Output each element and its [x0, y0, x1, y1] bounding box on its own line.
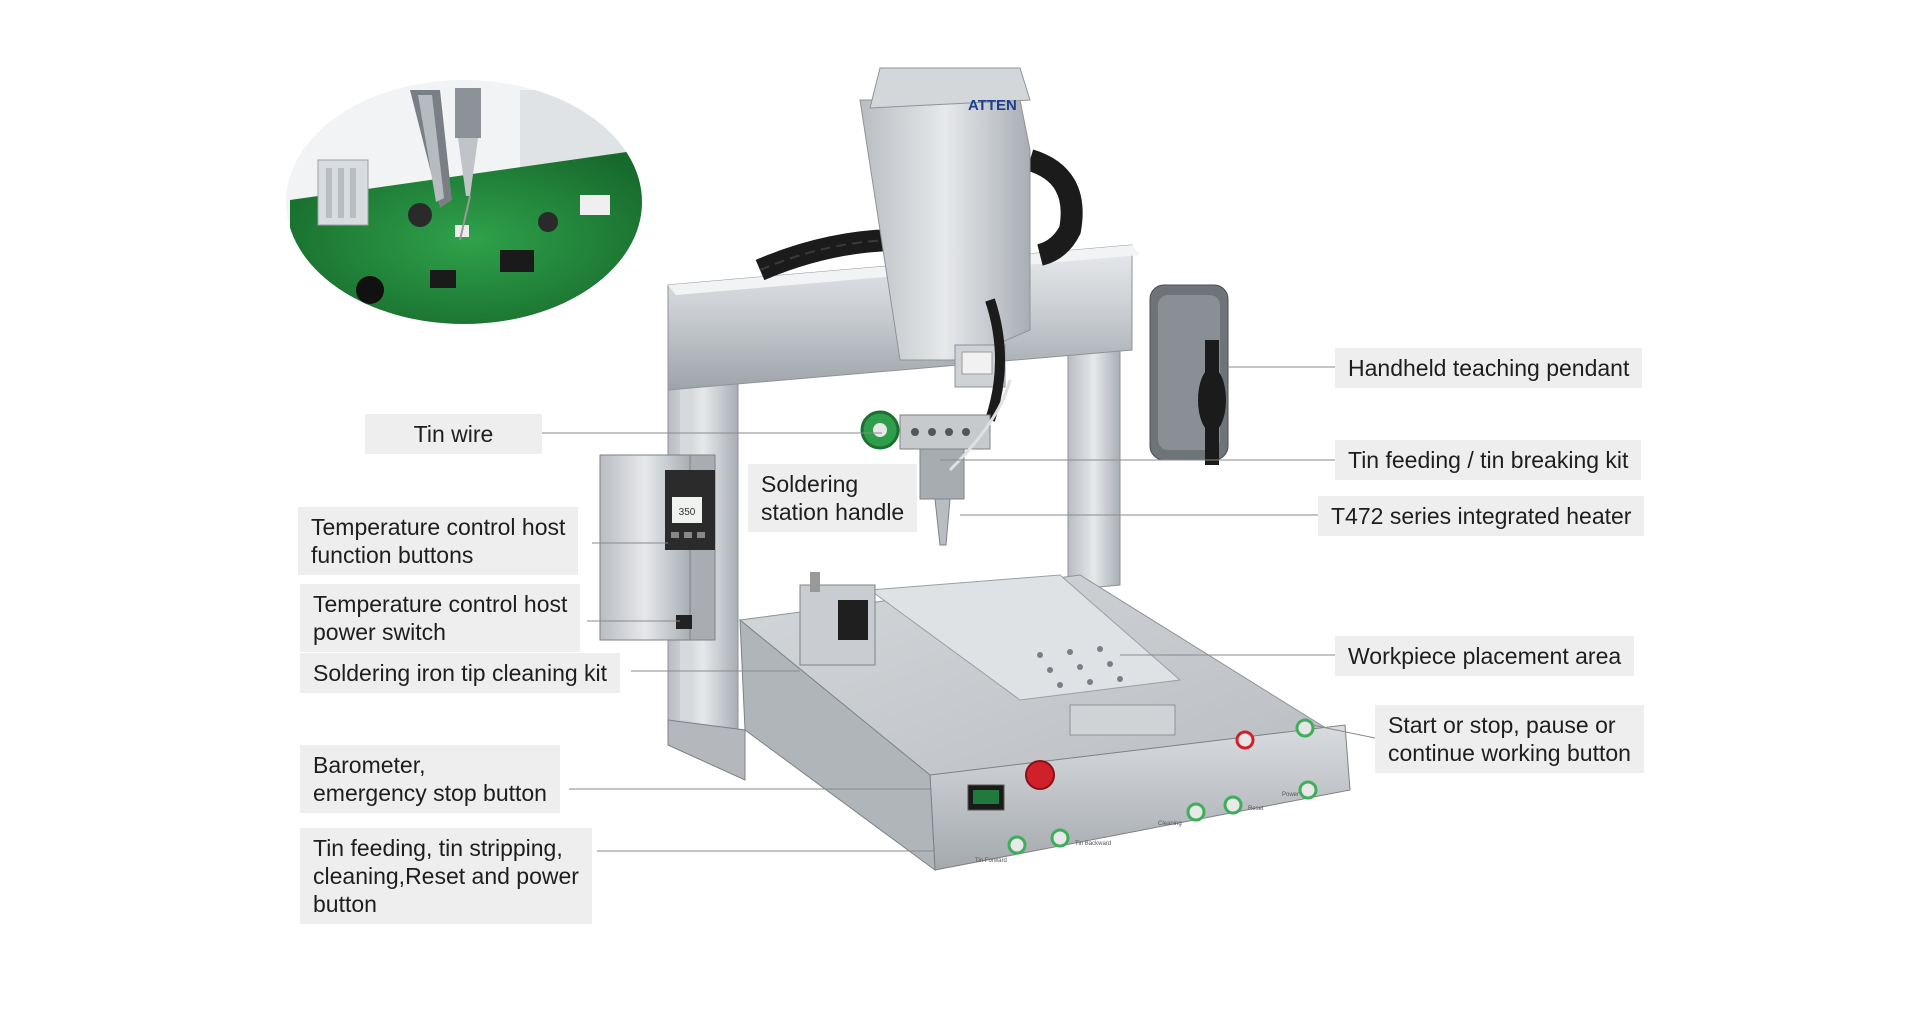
label-tin-feeding-stripping-cleaning-reset-power: Tin feeding, tin stripping, cleaning,Res…	[300, 828, 592, 924]
panel-text-tin-forward: Tin Forward	[975, 858, 1007, 864]
temperature-controller: 350	[599, 454, 716, 641]
label-line: power switch	[313, 619, 446, 645]
label-line: Soldering iron tip cleaning kit	[313, 660, 608, 686]
label-line: Barometer,	[313, 752, 426, 778]
label-line: emergency stop button	[313, 780, 547, 806]
label-line: Tin wire	[413, 421, 494, 447]
label-temperature-control-function-buttons: Temperature control host function button…	[298, 507, 579, 575]
label-handheld-teaching-pendant: Handheld teaching pendant	[1335, 348, 1643, 388]
label-line: Start or stop, pause or	[1388, 712, 1616, 738]
panel-text-reset: Reset	[1248, 806, 1264, 812]
label-line: cleaning,Reset and power	[313, 863, 579, 889]
brand-logo-text: ATTEN	[968, 97, 1017, 114]
label-t472-series-integrated-heater: T472 series integrated heater	[1318, 496, 1645, 536]
label-line: function buttons	[311, 542, 474, 568]
label-temperature-control-power-switch: Temperature control host power switch	[300, 584, 581, 652]
label-line: T472 series integrated heater	[1331, 503, 1632, 529]
label-workpiece-placement-area: Workpiece placement area	[1335, 636, 1635, 676]
workbench-base: Tin Forward Tin Backward Cleaning Reset …	[667, 572, 1351, 872]
label-line: Temperature control host	[313, 591, 568, 617]
soldering-handle-assembly	[860, 379, 1012, 546]
label-line: Workpiece placement area	[1348, 643, 1622, 669]
z-axis-head: ATTEN	[859, 67, 1031, 422]
label-line: Handheld teaching pendant	[1348, 355, 1630, 381]
label-tin-wire: Tin wire	[365, 414, 542, 454]
label-line: Soldering	[761, 471, 859, 497]
panel-text-tin-backward: Tin Backward	[1075, 841, 1111, 847]
label-line: button	[313, 891, 377, 917]
panel-text-cleaning: Cleaning	[1158, 821, 1182, 827]
closeup-inset-photo	[286, 80, 642, 324]
controller-display-value: 350	[679, 507, 696, 518]
teaching-pendant	[1149, 284, 1229, 465]
label-line: station handle	[761, 499, 905, 525]
label-start-stop-pause-continue-button: Start or stop, pause or continue working…	[1375, 705, 1644, 773]
label-soldering-station-handle: Soldering station handle	[748, 464, 918, 532]
label-line: continue working button	[1388, 740, 1631, 766]
label-line: Tin feeding / tin breaking kit	[1348, 447, 1629, 473]
label-line: Tin feeding, tin stripping,	[313, 835, 563, 861]
label-soldering-iron-tip-cleaning-kit: Soldering iron tip cleaning kit	[300, 653, 621, 693]
label-tin-feeding-breaking-kit: Tin feeding / tin breaking kit	[1335, 440, 1642, 480]
panel-text-power: Power	[1282, 792, 1299, 798]
label-line: Temperature control host	[311, 514, 566, 540]
label-barometer-emergency-stop: Barometer, emergency stop button	[300, 745, 560, 813]
